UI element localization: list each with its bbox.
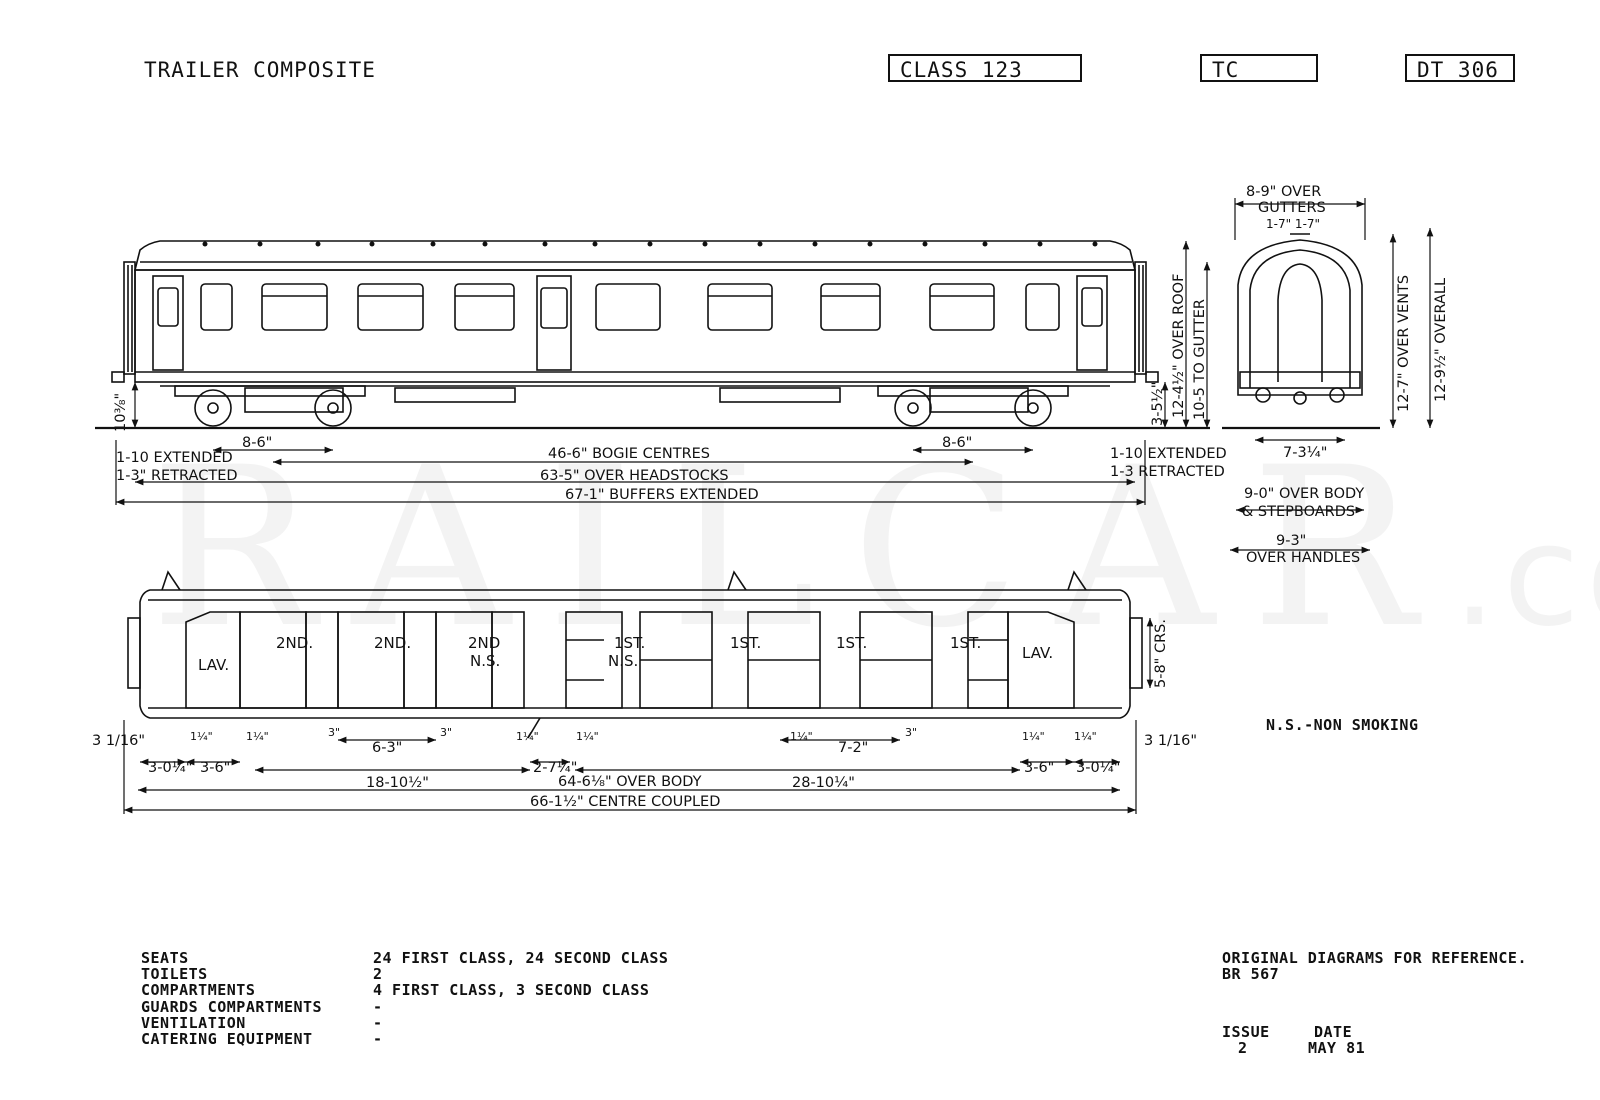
date-label: DATE	[1314, 1023, 1353, 1041]
spec-label: COMPARTMENTS	[141, 981, 256, 1000]
dim-over-handles-2: OVER HANDLES	[1246, 550, 1360, 566]
reference-line: ORIGINAL DIAGRAMS FOR REFERENCE.	[1222, 949, 1527, 967]
dim-lav-left: 3-0¼"	[148, 760, 192, 776]
dim-bogie-wheelbase-right: 8-6"	[942, 435, 972, 451]
dim-right-buffer-retracted: 1-3 RETRACTED	[1110, 464, 1225, 480]
compartment-label: LAV.	[1022, 644, 1053, 662]
compartment-label: 2ND.	[374, 634, 411, 652]
specs-labels: SEATS TOILETS COMPARTMENTS GUARDS COMPAR…	[141, 950, 322, 1047]
plan-dimensions	[123, 618, 1154, 814]
dim-end-left: 3 1/16"	[92, 733, 145, 749]
dim-bogie-centres: 46-6" BOGIE CENTRES	[548, 446, 710, 462]
dim-small: 1¼"	[516, 730, 539, 743]
dim-end-right: 3 1/16"	[1144, 733, 1197, 749]
spec-label: CATERING EQUIPMENT	[141, 1030, 313, 1049]
dim-small: 3"	[905, 726, 917, 739]
issue-label: ISSUE	[1222, 1023, 1270, 1041]
side-dimensions	[115, 241, 1211, 506]
dim-first-span: 28-10¼"	[792, 775, 855, 791]
dim-over-handles-1: 9-3"	[1276, 533, 1306, 549]
compartment-sub: N.S.	[608, 652, 638, 670]
spec-value: -	[373, 997, 383, 1016]
non-smoking-legend: N.S.-NON SMOKING	[1266, 716, 1419, 734]
dim-small: 1¼"	[1022, 730, 1045, 743]
dim-compartment-second: 6-3"	[372, 740, 402, 756]
dim-floor-height: 3-5½"	[1150, 382, 1166, 426]
reference-note: ORIGINAL DIAGRAMS FOR REFERENCE. BR 567	[1222, 949, 1527, 984]
dim-gauge: 7-3¼"	[1283, 445, 1327, 461]
spec-label: GUARDS COMPARTMENTS	[141, 997, 323, 1016]
dim-small: 3"	[440, 726, 452, 739]
issue-value: 2	[1238, 1039, 1248, 1058]
dim-to-gutter: 10-5 TO GUTTER	[1192, 299, 1208, 420]
dim-rail-gap: 10⅜"	[113, 393, 129, 432]
spec-value: -	[373, 1030, 383, 1049]
date-value: MAY 81	[1308, 1039, 1366, 1058]
end-elevation	[1222, 233, 1380, 430]
dim-small: 1¼"	[790, 730, 813, 743]
dim-left-buffer-retracted: 1-3" RETRACTED	[116, 468, 238, 484]
compartment-sub: N.S.	[470, 652, 500, 670]
spec-value: 2	[373, 965, 383, 984]
compartment-label: 1ST.	[730, 634, 761, 652]
date-block: DATE MAY 81	[1308, 1023, 1366, 1058]
dim-roof-spacing: 1-7" 1-7"	[1266, 217, 1320, 231]
dim-over-body-2: & STEPBOARDS	[1242, 504, 1355, 520]
compartment-label: 2ND.	[276, 634, 313, 652]
dim-right-buffer-extended: 1-10 EXTENDED	[1110, 446, 1227, 462]
compartment-label: 2ND	[468, 634, 500, 652]
spec-value: 4 FIRST CLASS, 3 SECOND CLASS	[373, 981, 650, 1000]
dim-bogie-wheelbase-left: 8-6"	[242, 435, 272, 451]
dim-vestibule-left: 3-6"	[200, 760, 230, 776]
spec-label: VENTILATION	[141, 1013, 246, 1032]
dim-buffers-extended: 67-1" BUFFERS EXTENDED	[565, 487, 759, 503]
dim-over-body-1: 9-0" OVER BODY	[1244, 486, 1364, 502]
page-title: TRAILER COMPOSITE	[144, 58, 376, 82]
dim-small: 3"	[328, 726, 340, 739]
compartment-label: 1ST.	[950, 634, 981, 652]
plan-view	[127, 570, 1143, 739]
dim-overall: 12-9½" OVERALL	[1433, 278, 1449, 402]
issue-block: ISSUE 2	[1222, 1023, 1270, 1058]
plan-dimension-labels: 3 1/16" 3 1/16" 3-0¼" 3-6" 1¼" 1¼" 3" 3"…	[92, 619, 1197, 810]
dim-small: 1¼"	[576, 730, 599, 743]
dim-over-gutters-2: GUTTERS	[1258, 200, 1326, 216]
spec-value: -	[373, 1013, 383, 1032]
dim-crs: 5-8" CRS.	[1153, 619, 1169, 688]
class-box: CLASS 123	[888, 54, 1082, 82]
dim-over-gutters-1: 8-9" OVER	[1246, 184, 1321, 200]
spec-value: 24 FIRST CLASS, 24 SECOND CLASS	[373, 949, 669, 967]
dim-over-roof: 12-4½" OVER ROOF	[1171, 274, 1187, 418]
dim-lav-right: 3-0¼"	[1076, 760, 1120, 776]
dim-small: 1¼"	[1074, 730, 1097, 743]
dim-small: 1¼"	[246, 730, 269, 743]
spec-label: TOILETS	[141, 965, 208, 984]
dim-left-buffer-extended: 1-10 EXTENDED	[116, 450, 233, 466]
spec-label: SEATS	[141, 949, 189, 967]
dim-over-body: 64-6⅛" OVER BODY	[558, 774, 702, 790]
dim-second-span: 18-10½"	[366, 775, 429, 791]
plan-compartment-labels: LAV. 2ND. 2ND. 2ND N.S. 1ST. N.S. 1ST. 1…	[198, 634, 1053, 674]
dim-small: 1¼"	[190, 730, 213, 743]
dim-gangway: 2-7¼"	[533, 760, 577, 776]
specs-values: 24 FIRST CLASS, 24 SECOND CLASS 2 4 FIRS…	[373, 950, 668, 1047]
compartment-label: LAV.	[198, 656, 229, 674]
dim-compartment-first: 7-2"	[838, 740, 868, 756]
dim-over-headstocks: 63-5" OVER HEADSTOCKS	[540, 468, 729, 484]
side-elevation	[95, 240, 1210, 430]
end-dimension-labels: 8-9" OVER GUTTERS 1-7" 1-7" 7-3¼" 9-0" O…	[1242, 184, 1449, 566]
diagram-number-box: DT 306	[1405, 54, 1515, 82]
compartment-label: 1ST.	[836, 634, 867, 652]
dim-centre-coupled: 66-1½" CENTRE COUPLED	[530, 794, 720, 810]
side-dimension-labels: 8-6" 8-6" 46-6" BOGIE CENTRES 63-5" OVER…	[113, 274, 1227, 503]
type-code-box: TC	[1200, 54, 1318, 82]
end-dimensions	[1230, 198, 1434, 554]
compartment-label: 1ST.	[614, 634, 645, 652]
reference-line: BR 567	[1222, 965, 1280, 984]
dim-vestibule-right: 3-6"	[1024, 760, 1054, 776]
dim-over-vents: 12-7" OVER VENTS	[1396, 275, 1412, 412]
